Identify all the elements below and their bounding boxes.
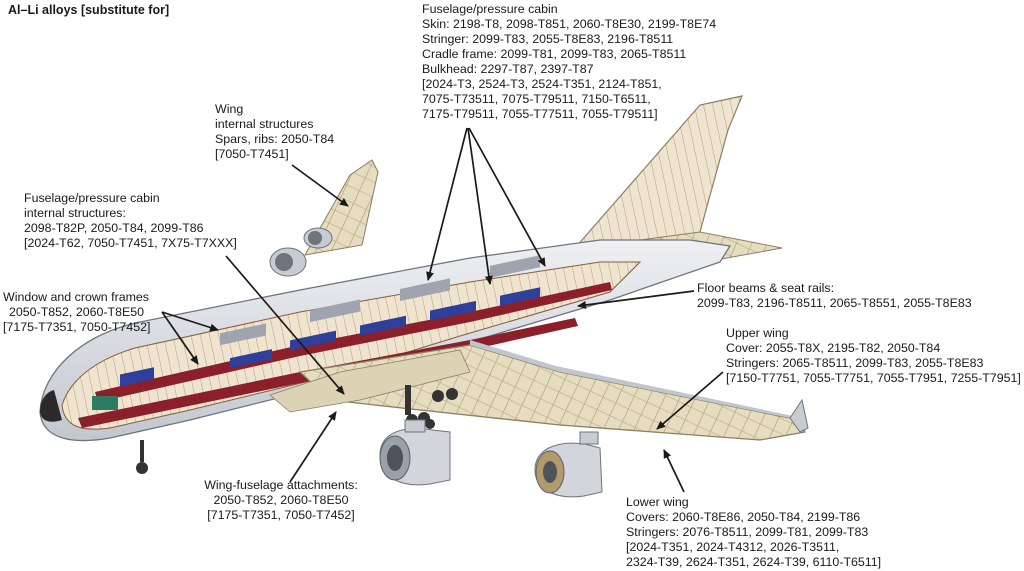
label-line: Spars, ribs: 2050-T84 [215,132,335,146]
label-line: Cradle frame: 2099-T81, 2099-T83, 2065-T… [422,47,687,61]
wing-body-fairing [269,349,471,413]
label-lower-wing: Lower wing Covers: 2060-T8E86, 2050-T84,… [626,495,881,570]
label-line: Bulkhead: 2297-T87, 2397-T87 [422,62,594,76]
label-line: [7175-T7351, 7050-T7452] [207,508,355,522]
label-line: [2024-T351, 2024-T4312, 2026-T3511, [626,540,840,554]
arrow-fuselage-skin-3 [468,127,546,267]
label-line: 2050-T852, 2060-T8E50 [213,493,349,507]
label-line: Lower wing [626,495,689,509]
label-wing-fuselage: Wing-fuselage attachments: 2050-T852, 20… [196,478,366,523]
label-line: 7075-T73511, 7075-T79511, 7150-T6511, [422,92,651,106]
label-line: Fuselage/pressure cabin [24,191,160,205]
arrow-crown-frame [161,311,199,365]
label-line: 2099-T83, 2196-T8511, 2065-T8551, 2055-T… [697,296,972,310]
wingtip [789,398,809,433]
upper-deck-floor [95,282,612,402]
aircraft-illustration [39,95,809,498]
label-line: Cover: 2055-T8X, 2195-T82, 2050-T84 [726,341,941,355]
label-line: 7175-T79511, 7055-T77511, 7055-T79511] [422,107,658,121]
arrow-floor-beams [577,290,695,309]
seat-rows [92,255,540,410]
arrow-wing-internal [291,164,349,207]
label-line: Window and crown frames [3,290,149,304]
label-line: Floor beams & seat rails: [697,281,835,295]
label-line: Covers: 2060-T8E86, 2050-T84, 2199-T86 [626,510,861,524]
engine-outboard [534,431,603,498]
label-line: [2024-T62, 7050-T7451, 7X75-T7XXX] [24,236,237,250]
arrow-window-frame [161,311,219,332]
arrow-upper-wing [656,371,724,430]
label-fuselage-cabin: Fuselage/pressure cabin Skin: 2198-T8, 2… [422,2,716,122]
arrow-fuselage-skin-2 [467,127,493,285]
leader-arrows [161,127,724,493]
label-line: Wing-fuselage attachments: [204,478,358,492]
arrow-lower-wing [663,449,685,493]
label-line: internal structures [215,117,314,131]
arrow-wing-fuselage [289,411,337,483]
engine-inboard [379,419,451,486]
label-window-crown: Window and crown frames 2050-T852, 2060-… [3,290,150,335]
near-wing-leading-edge [470,340,800,420]
label-line: Stringers: 2065-T8511, 2099-T83, 2055-T8… [726,356,984,370]
label-line: Stringer: 2099-T83, 2055-T8E83, 2196-T85… [422,32,674,46]
label-line: Wing [215,102,244,116]
label-upper-wing: Upper wing Cover: 2055-T8X, 2195-T82, 20… [726,326,1021,386]
far-engine-inner [303,227,333,249]
label-fuselage-internal: Fuselage/pressure cabin internal structu… [24,191,237,251]
arrow-fuselage-internal [225,255,345,395]
label-line: 2324-T39, 2624-T351, 2624-T39, 6110-T651… [626,555,882,569]
label-line: [2024-T3, 2524-T3, 2524-T351, 2124-T851, [422,77,662,91]
label-line: Stringers: 2076-T8511, 2099-T81, 2099-T8… [626,525,869,539]
label-line: [7050-T7451] [215,147,289,161]
nose-radome [40,390,62,422]
nose-landing-gear [136,440,148,474]
label-line: Skin: 2198-T8, 2098-T851, 2060-T8E30, 21… [422,17,717,31]
label-line: Fuselage/pressure cabin [422,2,558,16]
label-floor-beams: Floor beams & seat rails: 2099-T83, 2196… [697,281,972,311]
diagram-title: Al–Li alloys [substitute for] [8,3,170,17]
label-line: Upper wing [726,326,789,340]
label-line: 2098-T82P, 2050-T84, 2099-T86 [24,221,204,235]
arrow-fuselage-skin-1 [426,127,468,281]
label-line: [7175-T7351, 7050-T7452] [3,320,151,334]
label-line: [7150-T7751, 7055-T7751, 7055-T7951, 725… [726,371,1021,385]
label-line: internal structures: [24,206,126,220]
far-engine-outer [269,247,307,277]
label-wing-internal: Wing internal structures Spars, ribs: 20… [215,102,334,162]
label-line: 2050-T852, 2060-T8E50 [9,305,145,319]
